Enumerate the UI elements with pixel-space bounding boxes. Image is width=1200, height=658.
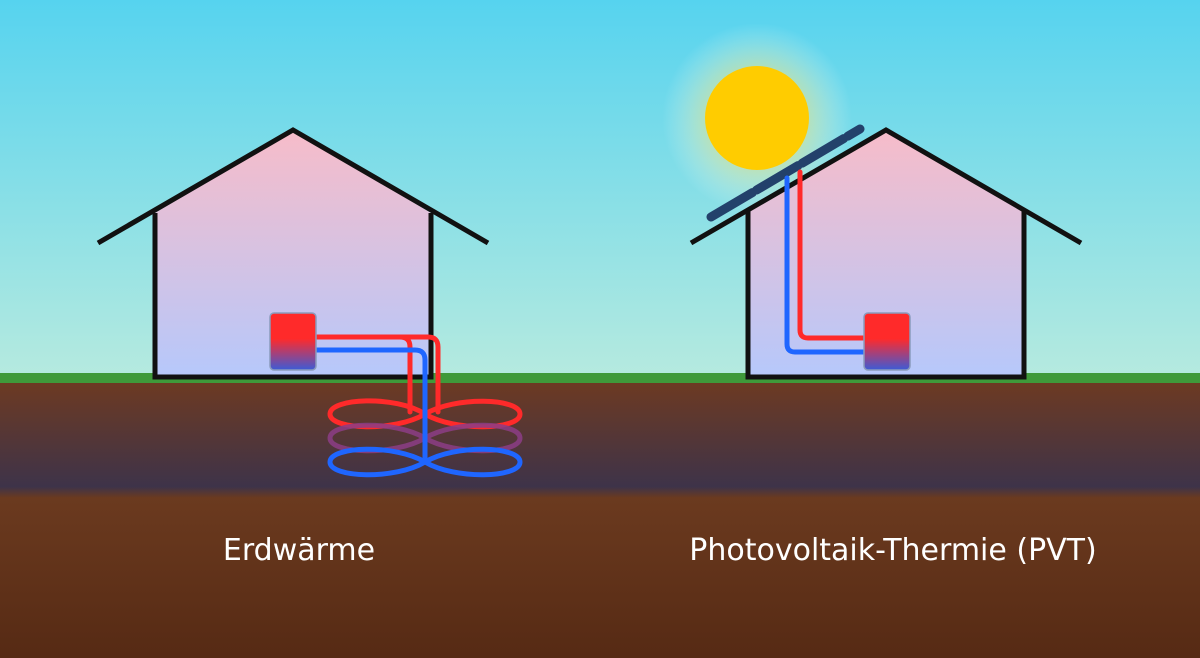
pipe-hot-right	[797, 169, 869, 341]
house-left-walls	[152, 213, 434, 380]
house-right-roof	[689, 127, 1083, 246]
left-pipes	[311, 334, 441, 465]
grass-line	[0, 373, 1200, 383]
right-pipes	[784, 169, 869, 355]
label-geothermal: Erdwärme	[223, 533, 375, 568]
house-right-walls	[745, 210, 1027, 380]
house-right	[689, 127, 1083, 380]
pipe-cold-left	[311, 347, 428, 465]
house-left-roof	[96, 127, 490, 246]
soil	[0, 382, 1200, 658]
solar-panel-icon	[706, 124, 865, 222]
house-right-fill	[748, 130, 1024, 377]
house-left	[96, 127, 490, 380]
house-left-fill	[155, 130, 431, 377]
heat-pump-icon	[269, 312, 317, 371]
label-pvt: Photovoltaik-Thermie (PVT)	[689, 533, 1096, 568]
pipe-cold-right	[784, 175, 869, 355]
heat-pump-icon	[863, 312, 911, 371]
